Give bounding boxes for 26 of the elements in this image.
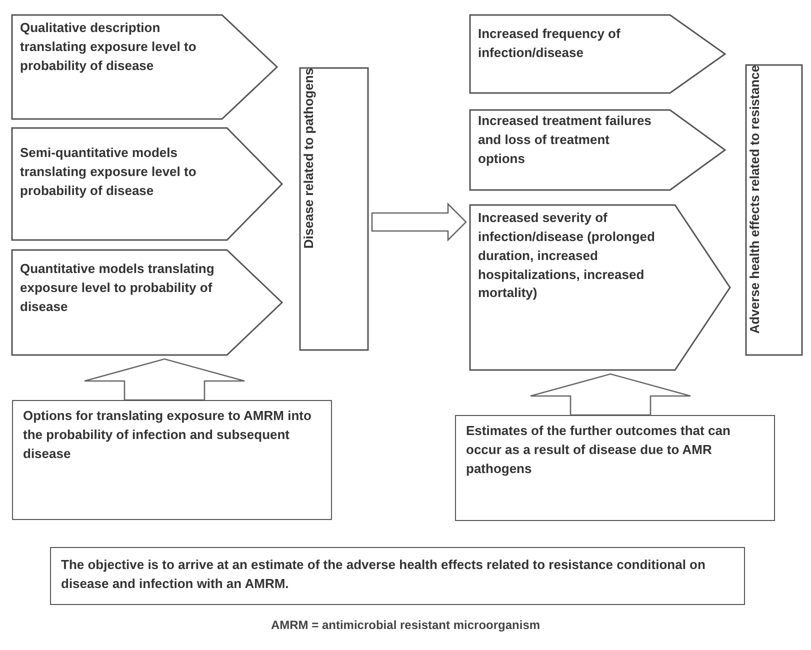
- node-text: Increased frequency of infection/disease: [477, 25, 622, 62]
- pentagon-arrow-box: [470, 110, 725, 190]
- node-text: Adverse health effects related to resistance: [746, 65, 763, 334]
- text-box: [12, 400, 332, 520]
- node-text: Estimates of the further outcomes that can occur as a result of disease due to AMR pathogens: [465, 422, 732, 478]
- node-text: Options for translating exposure to AMRM into the probability of infection and subsequent disease: [22, 407, 312, 463]
- vertical-box: [746, 65, 802, 355]
- footnote: AMRM = antimicrobial resistant microorganism: [270, 618, 542, 632]
- pentagon-arrow-box: [12, 128, 282, 240]
- block-arrow: [84, 358, 246, 401]
- block-arrow: [371, 202, 467, 242]
- pentagon-arrow-box: [470, 15, 725, 93]
- text-box: [455, 415, 775, 521]
- node-text: Disease related to pathogens: [300, 68, 317, 249]
- node-text: Increased treatment failures and loss of treatment options: [477, 112, 652, 168]
- vertical-box: [300, 68, 368, 350]
- node-text: Semi-quantitative models translating exposure level to probability of disease: [19, 144, 198, 200]
- pentagon-arrow-box: [12, 250, 282, 355]
- block-arrow: [530, 373, 692, 416]
- pentagon-arrow-box: [470, 205, 730, 370]
- node-text: Increased severity of infection/disease (prolonged duration, increased hospitalizations, increased mortality): [477, 209, 656, 302]
- node-text: The objective is to arrive at an estimate of the adverse health effects related to resistance conditional on disease and infection with an AMRM.: [60, 556, 706, 593]
- pentagon-arrow-box: [12, 15, 277, 119]
- node-text: Qualitative description translating exposure level to probability of disease: [19, 19, 198, 75]
- node-text: Quantitative models translating exposure level to probability of disease: [19, 260, 216, 316]
- text-box: [50, 547, 745, 605]
